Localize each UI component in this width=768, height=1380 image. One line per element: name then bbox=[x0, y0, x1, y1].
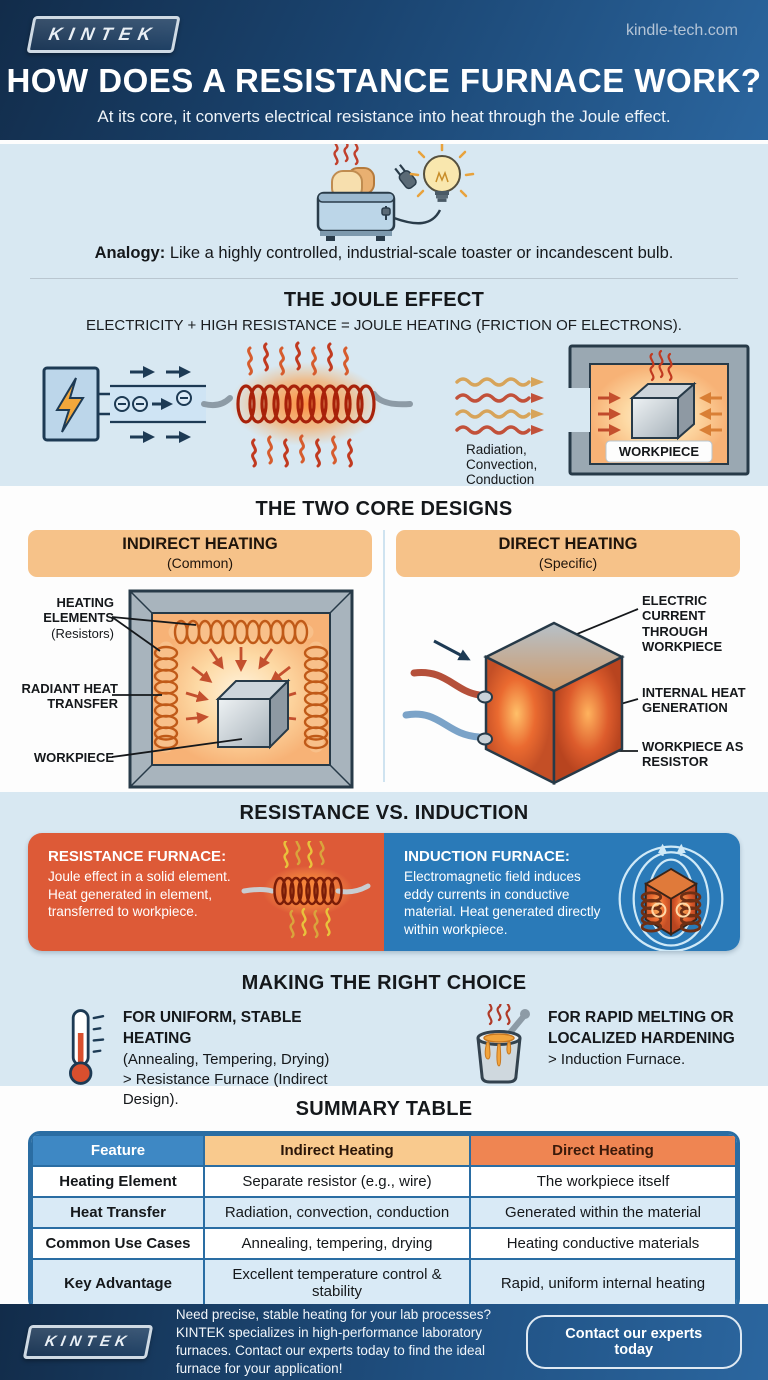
kintek-logo-text: KINTEK bbox=[47, 24, 161, 44]
induction-furnace-panel: INDUCTION FURNACE: Electromagnetic field… bbox=[384, 833, 740, 951]
direct-workpiece-illustration bbox=[402, 608, 639, 786]
induction-title: INDUCTION FURNACE: bbox=[404, 848, 570, 865]
rapid-recommendation: > Induction Furnace. bbox=[548, 1050, 686, 1068]
resistance-body: Joule effect in a solid element. Heat ge… bbox=[48, 869, 231, 920]
indirect-title: INDIRECT HEATING bbox=[122, 535, 278, 553]
direct-subtitle: (Specific) bbox=[538, 555, 598, 571]
electron-flow bbox=[110, 366, 206, 443]
transfer-label-line2: Convection, bbox=[466, 457, 537, 472]
summary-heading: SUMMARY TABLE bbox=[295, 1098, 473, 1120]
joule-heading: THE JOULE EFFECT bbox=[283, 289, 485, 311]
workpiece-resistor-label: WORKPIECE AS RESISTOR bbox=[642, 739, 744, 770]
summary-table: Feature Indirect Heating Direct Heating … bbox=[28, 1131, 740, 1311]
direct-heating-header: DIRECT HEATING (Specific) bbox=[396, 530, 740, 577]
toaster-bulb-illustration bbox=[316, 144, 475, 241]
designs-heading: THE TWO CORE DESIGNS bbox=[255, 498, 513, 520]
page-subtitle: At its core, it converts electrical resi… bbox=[97, 107, 671, 126]
plug-icon bbox=[394, 164, 417, 190]
kintek-logo: KINTEK bbox=[26, 16, 181, 53]
blue-wire bbox=[402, 710, 483, 741]
joule-formula: ELECTRICITY + HIGH RESISTANCE = JOULE HE… bbox=[86, 317, 682, 334]
transfer-label-line3: Conduction bbox=[466, 472, 534, 486]
workpiece-label: WORKPIECE bbox=[619, 444, 700, 459]
stable-heating-option: FOR UNIFORM, STABLE HEATING (Annealing, … bbox=[62, 1004, 370, 1111]
induction-body: Electromagnetic field induces eddy curre… bbox=[404, 869, 601, 938]
choice-heading: MAKING THE RIGHT CHOICE bbox=[241, 972, 527, 994]
analogy-section: Analogy: Like a highly controlled, indus… bbox=[0, 144, 768, 279]
footer: KINTEK Need precise, stable heating for … bbox=[0, 1304, 768, 1380]
transfer-label-line1: Radiation, bbox=[466, 442, 527, 457]
electric-current-label: ELECTRIC CURRENT THROUGH WORKPIECE bbox=[642, 593, 723, 654]
table-row: Heating Element Separate resistor (e.g.,… bbox=[31, 1165, 737, 1198]
two-core-designs-section: THE TWO CORE DESIGNS INDIRECT HEATING (C… bbox=[0, 486, 768, 792]
resistance-furnace-panel: RESISTANCE FURNACE: Joule effect in a so… bbox=[28, 833, 384, 951]
indirect-subtitle: (Common) bbox=[166, 555, 234, 571]
resistance-vs-induction-section: RESISTANCE VS. INDUCTION RESISTANCE FURN… bbox=[0, 792, 768, 964]
column-header-feature: Feature bbox=[31, 1134, 205, 1167]
direct-title: DIRECT HEATING bbox=[498, 535, 638, 553]
radiant-heat-label: RADIANT HEAT TRANSFER bbox=[21, 681, 118, 712]
analogy-caption: Analogy: Like a highly controlled, indus… bbox=[0, 244, 768, 263]
joule-effect-section: THE JOULE EFFECT ELECTRICITY + HIGH RESI… bbox=[0, 279, 768, 486]
workpiece-cube bbox=[629, 381, 697, 441]
power-source-icon bbox=[42, 366, 110, 442]
column-divider bbox=[383, 530, 385, 782]
power-cord bbox=[393, 209, 442, 225]
indirect-workpiece-cube bbox=[215, 678, 291, 750]
analogy-label: Analogy: bbox=[94, 244, 166, 262]
page-title: HOW DOES A RESISTANCE FURNACE WORK? bbox=[6, 62, 762, 99]
table-row: Heat Transfer Radiation, convection, con… bbox=[31, 1196, 737, 1229]
rapid-title: FOR RAPID MELTING OR LOCALIZED HARDENING bbox=[548, 1009, 735, 1047]
crucible-icon bbox=[476, 1004, 530, 1084]
direct-heating-diagram: ELECTRIC CURRENT THROUGH WORKPIECE INTER… bbox=[384, 587, 768, 792]
stable-title: FOR UNIFORM, STABLE HEATING bbox=[122, 1009, 302, 1047]
bulb-icon bbox=[409, 144, 475, 202]
summary-table-section: SUMMARY TABLE Feature Indirect Heating D… bbox=[0, 1086, 768, 1311]
radiant-heat-arrows bbox=[185, 647, 297, 724]
workpiece-label-indirect: WORKPIECE bbox=[33, 750, 114, 765]
heating-elements-label: HEATING ELEMENTS (Resistors) bbox=[43, 595, 114, 641]
joule-effect-diagram: Radiation, Convection, Conduction bbox=[42, 341, 750, 486]
website-link[interactable]: kindle-tech.com bbox=[625, 22, 738, 39]
column-header-direct: Direct Heating bbox=[469, 1134, 737, 1167]
indirect-furnace-illustration bbox=[111, 589, 354, 789]
toaster-icon bbox=[316, 191, 396, 241]
furnace-chamber: WORKPIECE bbox=[566, 344, 750, 476]
current-arrow bbox=[433, 639, 471, 661]
red-wire bbox=[410, 669, 483, 699]
stable-subtitle: (Annealing, Tempering, Drying) bbox=[122, 1050, 330, 1068]
table-header-row: Feature Indirect Heating Direct Heating bbox=[31, 1134, 737, 1167]
making-right-choice-section: MAKING THE RIGHT CHOICE FOR UNIFORM, STA… bbox=[0, 964, 768, 1108]
rapid-melting-option: FOR RAPID MELTING OR LOCALIZED HARDENING… bbox=[462, 1004, 768, 1111]
contact-experts-button[interactable]: Contact our experts today bbox=[525, 1315, 742, 1369]
header: KINTEK kindle-tech.com HOW DOES A RESIST… bbox=[0, 0, 768, 140]
resistance-coil-icon bbox=[241, 841, 371, 939]
heat-radiation-waves bbox=[455, 377, 544, 435]
footer-kintek-logo: KINTEK bbox=[22, 1325, 154, 1359]
comparison-heading: RESISTANCE VS. INDUCTION bbox=[239, 802, 529, 824]
section-divider bbox=[30, 278, 738, 279]
resistance-coil bbox=[201, 341, 413, 468]
column-header-indirect: Indirect Heating bbox=[203, 1134, 471, 1167]
thermometer-icon bbox=[69, 1009, 105, 1085]
leader-lines bbox=[111, 616, 243, 758]
induction-field-icon bbox=[618, 843, 724, 951]
table-row: Common Use Cases Annealing, tempering, d… bbox=[31, 1227, 737, 1260]
internal-heat-label: INTERNAL HEAT GENERATION bbox=[642, 685, 746, 716]
direct-workpiece-cube bbox=[483, 621, 625, 786]
analogy-text: Like a highly controlled, industrial-sca… bbox=[169, 244, 674, 262]
indirect-heating-header: INDIRECT HEATING (Common) bbox=[28, 530, 372, 577]
table-row: Key Advantage Excellent temperature cont… bbox=[31, 1258, 737, 1308]
stable-recommendation: > Resistance Furnace (Indirect Design). bbox=[122, 1071, 328, 1109]
footer-cta-text: Need precise, stable heating for your la… bbox=[175, 1306, 492, 1377]
indirect-heating-diagram: HEATING ELEMENTS (Resistors) RADIANT HEA… bbox=[0, 587, 384, 792]
resistance-title: RESISTANCE FURNACE: bbox=[48, 848, 227, 865]
